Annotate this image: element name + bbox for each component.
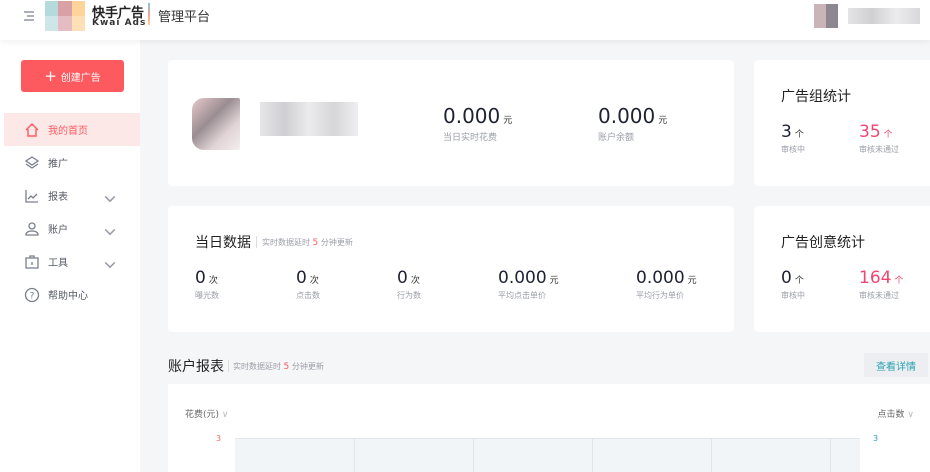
- chart-icon: [25, 189, 38, 203]
- sidebar-item-reports[interactable]: 报表: [4, 179, 140, 212]
- menu-icon[interactable]: [22, 9, 36, 23]
- left-metric-select[interactable]: 花费(元) ∨: [185, 410, 229, 420]
- user-name-blurred: [848, 8, 920, 24]
- sidebar: +创建广告 我的首页 推广 报表 账户 工具 ? 帮助中心: [0, 40, 140, 472]
- home-icon: [25, 122, 39, 137]
- chevron-down-icon: [104, 228, 116, 236]
- right-metric-select[interactable]: 点击数 ∨: [877, 410, 914, 420]
- plus-icon: +: [44, 67, 57, 85]
- report-chart-card: 花费(元) ∨ 点击数 ∨ 3 3: [168, 384, 930, 472]
- sidebar-item-home[interactable]: 我的首页: [4, 113, 140, 146]
- account-avatar: [192, 98, 240, 150]
- user-icon: [25, 221, 39, 236]
- top-header: 快手广告 Kwai Ads 管理平台: [0, 0, 930, 40]
- chart-plot-area: [235, 438, 860, 472]
- view-details-button[interactable]: 查看详情: [864, 353, 928, 377]
- user-menu[interactable]: [814, 4, 920, 28]
- brand-name-en: Kwai Ads: [92, 18, 147, 28]
- report-section-title: 账户报表 实时数据延时 5 分钟更新: [168, 359, 324, 375]
- left-axis-tick: 3: [216, 434, 222, 443]
- sidebar-item-promotion[interactable]: 推广: [4, 146, 140, 179]
- help-icon: ?: [24, 287, 40, 302]
- chevron-down-icon: [104, 195, 116, 203]
- platform-title: 管理平台: [158, 10, 211, 25]
- svg-text:?: ?: [30, 291, 35, 301]
- avatar: [814, 4, 838, 28]
- right-axis-tick: 3: [873, 434, 879, 443]
- sidebar-item-account[interactable]: 账户: [4, 212, 140, 245]
- sidebar-item-tools[interactable]: 工具: [4, 245, 140, 278]
- divider: [148, 3, 150, 25]
- chevron-down-icon: [104, 261, 116, 269]
- sidebar-item-help[interactable]: ? 帮助中心: [4, 278, 140, 311]
- toolbox-icon: [25, 254, 39, 269]
- create-ad-button[interactable]: +创建广告: [21, 60, 124, 92]
- account-name-blurred: [260, 102, 358, 136]
- brand-name: 快手广告: [92, 6, 145, 21]
- layers-icon: [24, 155, 40, 169]
- brand-logo: [45, 1, 85, 31]
